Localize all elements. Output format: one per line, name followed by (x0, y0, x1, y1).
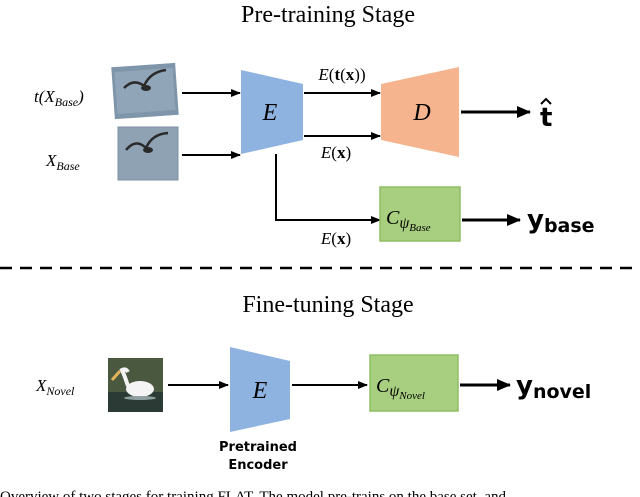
decoder-block (381, 67, 459, 157)
feat-base-label: E(x) (320, 143, 351, 162)
classifier-base-block (379, 186, 461, 242)
output-y-novel: ynovel (516, 371, 591, 403)
feat-transformed-label: E(t(x)) (317, 65, 365, 84)
classifier-novel-block (369, 354, 459, 412)
finetune-encoder-block (230, 347, 290, 432)
base-bird-image (117, 126, 179, 181)
output-t-hat: t (540, 97, 552, 133)
output-y-base: ybase (527, 205, 595, 237)
finetuning-title: Fine-tuning Stage (242, 292, 413, 318)
pretrain-encoder-label: E (262, 100, 278, 126)
input-transformed-label: t(XBase) (34, 87, 84, 109)
encoder-caption-line2: Encoder (228, 458, 288, 473)
input-novel-label: XNovel (35, 376, 75, 398)
feat-base-label-2: E(x) (320, 229, 351, 248)
figure-caption: Overview of two stages for training FLAT… (0, 489, 506, 497)
encoder-caption-line1: Pretrained (219, 440, 297, 455)
svg-text:t: t (540, 103, 552, 133)
arrow-encoder-to-classifier (275, 154, 381, 224)
transformed-bird-image (111, 62, 179, 120)
decoder-label: D (412, 100, 430, 126)
finetune-encoder-label: E (252, 378, 268, 404)
pretraining-title: Pre-training Stage (241, 2, 415, 28)
input-base-label: XBase (45, 151, 80, 173)
pretrain-encoder-block (241, 70, 303, 154)
novel-pelican-image (108, 358, 163, 412)
